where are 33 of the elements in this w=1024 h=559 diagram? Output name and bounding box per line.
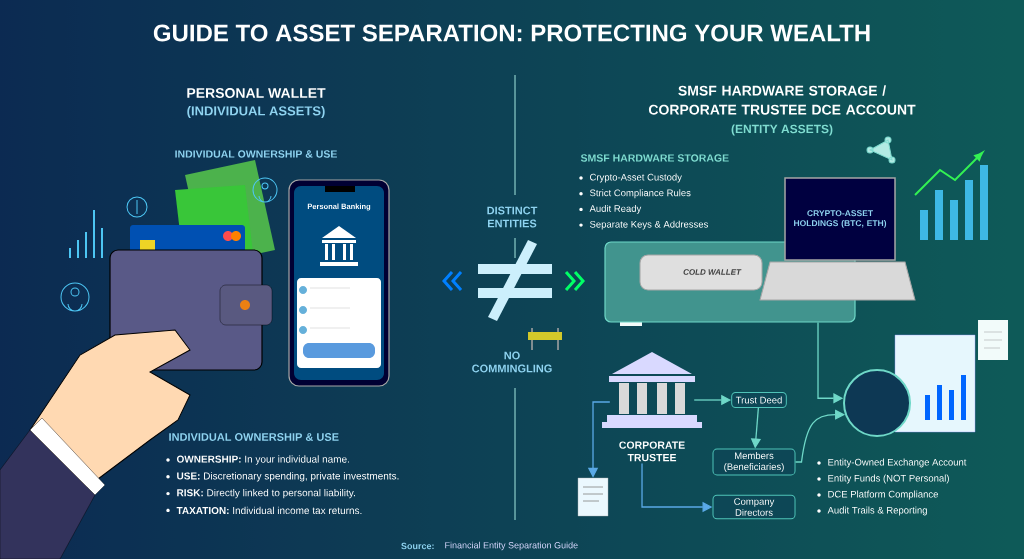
process-box: Members (Beneficiaries) — [712, 448, 796, 476]
list-item: OWNERSHIP: In your individual name. — [176, 455, 349, 465]
subheading: (ENTITY ASSETS) — [731, 124, 833, 136]
list-item: Audit Ready — [589, 204, 642, 214]
list-item: Entity Funds (NOT Personal) — [828, 474, 949, 484]
list-item: RISK: Directly linked to personal liability. — [177, 488, 355, 499]
list-item: Separate Keys & Addresses — [590, 220, 708, 230]
list-item: Entity-Owned Exchange Account — [828, 458, 967, 468]
arrow — [794, 409, 845, 463]
list-item: TAXATION: Individual income tax returns. — [176, 506, 362, 515]
process-box: Company Directors — [712, 494, 796, 520]
title: GUIDE TO ASSET SEPARATION: PROTECTING YOUR WEALTH — [153, 24, 870, 42]
screen-text: CRYPTO-ASSET HOLDINGS (BTC, ETH) — [794, 210, 887, 228]
subheading: INDIVIDUAL OWNERSHIP & USE — [175, 150, 337, 158]
list-item: Crypto-Asset Custody — [590, 173, 682, 183]
device-label: COLD WALLET — [683, 269, 742, 275]
heading: SMSF HARDWARE STORAGE / CORPORATE TRUSTEE DCE ACCOUNT — [648, 85, 916, 115]
heading: PERSONAL WALLET — [187, 88, 326, 98]
exchange-circle — [843, 369, 911, 437]
list-item: DCE Platform Compliance — [828, 490, 938, 500]
document-icon — [577, 477, 609, 517]
trustee-building: CORPORATE TRUSTEE — [619, 441, 685, 462]
section-heading: SMSF HARDWARE STORAGE — [580, 154, 729, 162]
list-item: Audit Trails & Reporting — [827, 506, 927, 516]
center-label: DISTINCT ENTITIES — [487, 206, 538, 228]
list-item: Strict Compliance Rules — [590, 189, 691, 199]
source-text: Financial Entity Separation Guide — [445, 541, 578, 551]
source-label: Source: — [401, 542, 434, 550]
process-box: Trust Deed — [731, 392, 787, 408]
center-label: NO COMMINGLING — [472, 351, 552, 373]
section-heading: INDIVIDUAL OWNERSHIP & USE — [169, 433, 339, 441]
list-item: USE: Discretionary spending, private investments. — [177, 472, 399, 482]
subheading: (INDIVIDUAL ASSETS) — [187, 105, 325, 119]
